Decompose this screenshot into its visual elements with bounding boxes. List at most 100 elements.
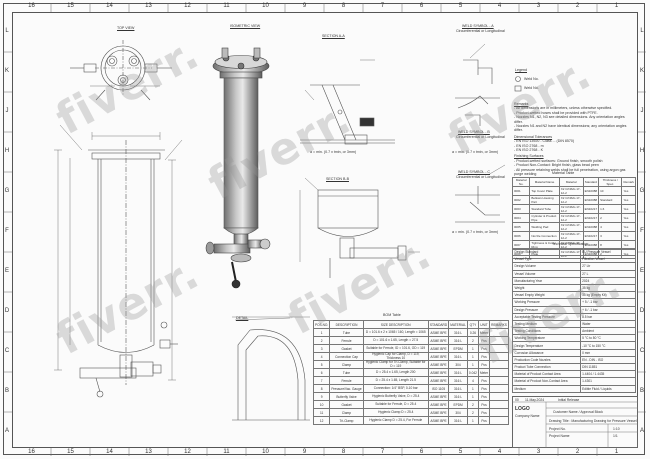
weld-b-label: WELD SYMBOL - B <box>458 130 490 134</box>
zone-label-right: K <box>639 68 644 74</box>
bom-cell: 316 L <box>448 392 468 402</box>
zone-label-bottom: 2 <box>575 449 580 455</box>
bom-header-cell: STANDARD <box>427 320 450 329</box>
material-cell: 0004 <box>511 213 531 223</box>
bom-cell: ASME BPE <box>427 416 450 426</box>
note-line: - EN ISO 2768 - K <box>514 148 543 153</box>
material-cell: Welding Pad <box>529 222 560 232</box>
zone-label-top: 7 <box>380 3 385 9</box>
bom-cell: ASME BPE <box>427 400 450 410</box>
zone-label-left: E <box>4 268 9 274</box>
spec-key: Product Tube Connection <box>512 362 581 372</box>
material-cell: Yes <box>621 231 636 241</box>
zone-label-left: G <box>4 188 10 194</box>
spec-key: Medium <box>512 384 581 393</box>
material-header-cell: Material No. <box>511 177 531 187</box>
material-cell: Yes <box>621 186 636 196</box>
note-line: - All pressure retaining welds shall be … <box>514 167 626 177</box>
bom-cell: ASME BPE <box>427 368 450 378</box>
material-cell: Nozzle Connection <box>529 231 560 241</box>
bom-cell: 3 <box>312 344 331 353</box>
spec-value: EU Pressure Vessel <box>579 247 637 257</box>
zone-label-left: B <box>4 388 9 394</box>
bom-cell: 316 L <box>448 368 468 378</box>
isometric-vessel <box>205 47 271 289</box>
bom-cell: 316 L <box>448 328 468 337</box>
bom-cell: Ferrule <box>329 336 364 345</box>
table-row: Design Pressure+ 6 / -1 bar <box>512 305 637 314</box>
zone-label-right: L <box>640 28 644 34</box>
note-line: - Product-wetted hoses shall be provided… <box>514 110 598 115</box>
zone-label-left: A <box>4 428 9 434</box>
zone-label-top: 6 <box>419 3 424 9</box>
bom-cell: Pcs <box>477 384 491 394</box>
bom-cell: ASME BPE <box>427 344 450 353</box>
bom-cell: ASME BPE <box>427 351 450 362</box>
material-cell: X2 CrNiMo 17-12-2 <box>558 195 584 205</box>
company-name: Company Name <box>515 414 540 418</box>
inner-frame <box>12 12 638 448</box>
zone-label-bottom: 11 <box>223 449 230 455</box>
legend-item: Weld No. <box>524 77 539 81</box>
material-cell: EN10217 <box>582 231 600 241</box>
tech-spec-title: Technical Specification <box>552 242 589 246</box>
spec-value: + 6 / -1 bar <box>579 305 637 314</box>
weld-b-note: a = min. (0.7 x tmin, or 3mm) <box>452 150 499 154</box>
remarks-list: - All dimensions are in millimeters, unl… <box>514 106 634 132</box>
bom-cell: D = 25.4 x 1.65, Length 200 <box>362 368 429 378</box>
zone-label-top: 10 <box>262 3 269 9</box>
material-cell: Bellows Housing Part <box>529 195 560 205</box>
weld-c-note: a = min. (0.7 x tmin, or 3mm) <box>452 230 499 234</box>
project-name: Project Name <box>549 434 570 438</box>
material-cell: Standard Tube <box>529 204 560 214</box>
front-section-drawing <box>54 124 183 398</box>
material-header-cell: Material Name <box>529 177 560 187</box>
zone-label-left: D <box>4 308 10 314</box>
spec-value: 0 mm <box>579 348 637 357</box>
material-header-cell: Standard <box>582 177 600 187</box>
tolerance-title: Dimensional Tolerances <box>514 134 553 139</box>
bom-cell: 8 <box>312 384 331 394</box>
material-cell: X2 CrNiMo 17-12-2 <box>558 204 584 214</box>
zone-label-left: K <box>4 68 9 74</box>
zone-label-top: 14 <box>106 3 113 9</box>
top-view-drawing <box>70 40 172 101</box>
material-cell: Yes <box>621 213 636 223</box>
bom-cell: Gasket <box>329 344 364 353</box>
bom-cell: ISO 1105 <box>427 384 450 394</box>
bom-cell: 316 L <box>448 384 468 394</box>
material-cell: Yes <box>621 195 636 205</box>
bom-cell: 1 <box>466 384 479 394</box>
spec-value: Edible Fluid / Liquids <box>579 384 637 393</box>
zone-label-left: C <box>4 348 10 354</box>
zone-label-top: 4 <box>497 3 502 9</box>
spec-value: EN - DIN - ISO <box>579 355 637 365</box>
bom-cell: 1 <box>466 344 479 353</box>
material-header-cell: Remark <box>621 177 636 187</box>
material-cell: X2 CrNiMo 17-12-2 <box>558 231 584 241</box>
zone-label-bottom: 6 <box>419 449 424 455</box>
zone-label-bottom: 3 <box>536 449 541 455</box>
bom-cell: ASME BPE <box>427 376 450 386</box>
material-cell: EN10088 <box>582 195 600 205</box>
bom-cell <box>489 400 509 410</box>
material-cell: Cylinder & Product Pipe <box>529 213 560 223</box>
material-header-cell: Material <box>558 177 584 187</box>
